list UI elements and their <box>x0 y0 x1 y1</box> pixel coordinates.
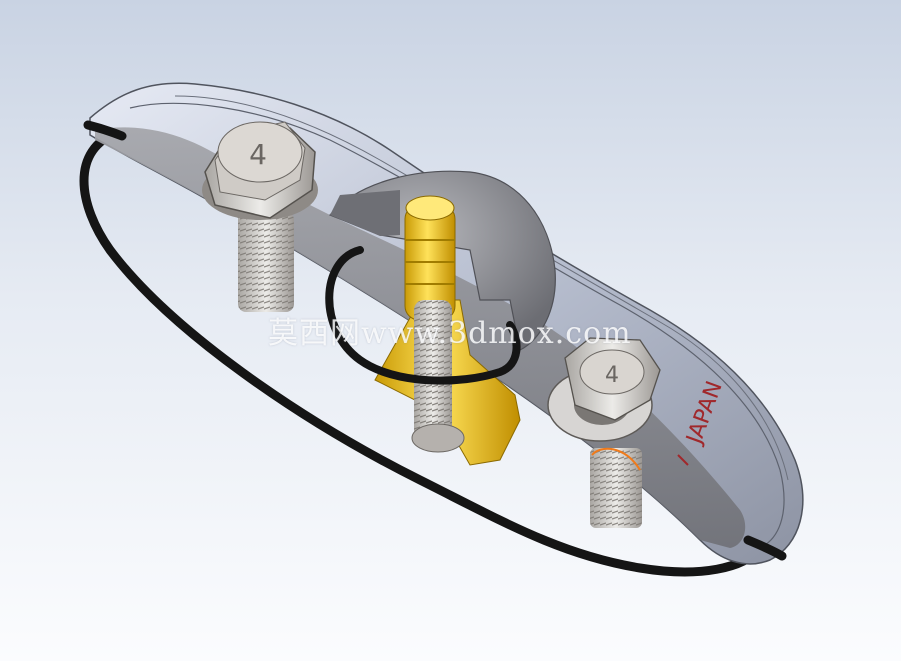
gasket-tip-left <box>83 120 127 141</box>
center-boss-section <box>328 170 556 351</box>
gasket-inner-loop <box>325 246 521 385</box>
bolt-left: 4 <box>202 121 318 312</box>
bolt-left-mark: 4 <box>249 138 267 171</box>
bolt-right-mark: 4 <box>605 363 619 388</box>
housing-text-mark <box>677 454 689 466</box>
watermark-text: 莫西网www.3dmox.com <box>268 316 632 351</box>
housing-section-face <box>95 127 746 548</box>
orange-arc-marker <box>591 447 641 471</box>
gasket-loop <box>79 127 765 577</box>
housing-rim-line <box>129 102 785 546</box>
gasket-tip-right <box>743 535 787 561</box>
center-screw <box>411 300 465 453</box>
bolt-right: 4 <box>547 337 661 528</box>
